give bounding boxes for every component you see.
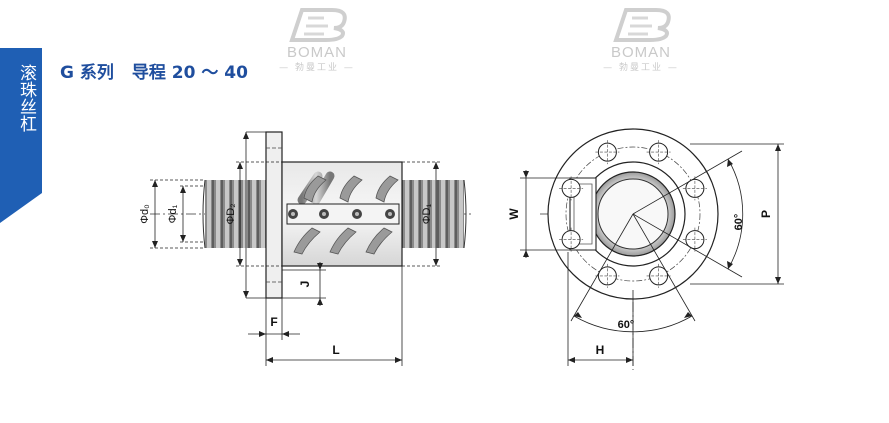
bolt-hole-center-mark bbox=[595, 140, 620, 165]
bolt-hole-center-mark bbox=[646, 140, 671, 165]
side-view: Φd₀ Φd₁ ΦD₂ ΦD₁ J F L bbox=[139, 131, 472, 366]
clamp-screws bbox=[288, 209, 395, 219]
bolt-hole-center-mark bbox=[682, 176, 707, 201]
dim-P: P bbox=[759, 210, 773, 218]
bolt-hole-center-mark bbox=[559, 176, 584, 201]
series-name: G 系列 bbox=[60, 63, 114, 83]
front-view: W P 60° 60° bbox=[507, 128, 784, 370]
dim-L: L bbox=[332, 343, 339, 357]
bolt-hole-center-mark bbox=[595, 263, 620, 288]
dim-J: J bbox=[298, 281, 312, 288]
flange bbox=[265, 131, 283, 299]
screw-thread-right bbox=[400, 180, 464, 248]
series-title: G 系列导程 20 ～ 40 bbox=[60, 58, 266, 83]
dim-F: F bbox=[270, 315, 277, 329]
lead-range: 导程 20 ～ 40 bbox=[131, 63, 248, 83]
bolt-holes bbox=[559, 140, 707, 288]
watermark-brand: BOMAN bbox=[610, 44, 671, 61]
side-category-tab: 滚珠丝杠 bbox=[0, 48, 42, 223]
dim-d0: Φd₀ bbox=[139, 204, 151, 223]
watermark-subtitle: — 勃曼工业 — bbox=[279, 63, 355, 73]
angle-bottom-label: 60° bbox=[618, 319, 635, 331]
brand-logo-icon bbox=[289, 8, 347, 42]
dim-d1: Φd₁ bbox=[167, 204, 179, 223]
bolt-hole-center-mark bbox=[682, 227, 707, 252]
side-tab-label: 滚珠丝杠 bbox=[16, 64, 36, 132]
brand-logo-icon bbox=[613, 8, 671, 42]
brand-watermark-right: BOMAN — 勃曼工业 — bbox=[586, 6, 696, 76]
bolt-hole-center-mark bbox=[559, 227, 584, 252]
angle-right-label: 60° bbox=[733, 214, 745, 231]
side-tab-background bbox=[0, 48, 42, 223]
dim-D1: ΦD₁ bbox=[421, 203, 433, 224]
watermark-subtitle: — 勃曼工业 — bbox=[603, 63, 679, 73]
tube-clamp-plate bbox=[286, 203, 400, 225]
dim-D2: ΦD₂ bbox=[225, 204, 237, 225]
brand-watermark-left: BOMAN — 勃曼工业 — bbox=[262, 6, 372, 76]
dim-W: W bbox=[507, 208, 521, 220]
screw-thread-left bbox=[205, 180, 271, 248]
bolt-hole-center-mark bbox=[646, 263, 671, 288]
watermark-brand: BOMAN bbox=[286, 44, 347, 61]
dim-H: H bbox=[596, 343, 605, 357]
